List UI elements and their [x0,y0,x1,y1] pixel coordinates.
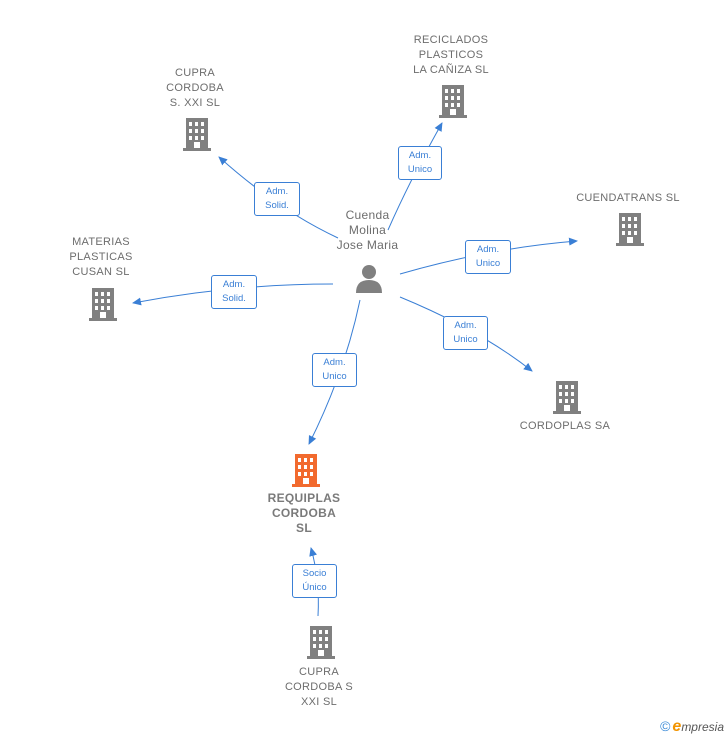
building-icon[interactable] [181,117,213,151]
person-icon[interactable] [354,262,384,294]
brand-initial: e [672,718,682,735]
person-name-line: Molina [348,223,387,237]
company-label-materias[interactable]: MATERIAS PLASTICAS CUSAN SL [55,235,147,280]
company-label-line: CUPRA [174,67,215,79]
building-icon[interactable] [614,212,646,246]
company-label-line: CORDOBA S [284,681,354,693]
relation-label-requiplas[interactable]: Adm. Unico [312,353,357,387]
relation-label-line: Unico [322,371,347,382]
relation-label-line: Adm. [454,320,477,331]
company-label-cuendatrans[interactable]: CUENDATRANS SL [568,191,688,206]
person-name[interactable]: Cuenda Molina Jose Maria [320,208,415,253]
company-label-requiplas[interactable]: REQUIPLAS CORDOBA SL [253,491,355,536]
company-label-cordoplas[interactable]: CORDOPLAS SA [510,419,620,434]
relation-label-line: Adm. [476,244,500,255]
relation-label-line: Solid. [265,200,289,211]
company-label-cupra-s-xxi[interactable]: CUPRA CORDOBA S XXI SL [269,665,369,710]
relation-label-cordoplas[interactable]: Adm. Unico [443,316,488,350]
relation-label-reciclados[interactable]: Adm. Unico [398,146,442,180]
person-name-line: Cuenda [345,208,390,222]
company-label-cupra-xxi[interactable]: CUPRA CORDOBA S. XXI SL [150,66,240,111]
company-label-line: CORDOBA [166,82,224,94]
copyright-symbol: © [660,718,671,734]
relation-label-line: Solid. [222,293,246,304]
relation-label-line: Adm. [265,186,289,197]
relation-label-cupra-xxi[interactable]: Adm. Solid. [254,182,300,216]
building-icon-focus[interactable] [290,453,322,487]
company-label-line: PLASTICOS [418,49,484,61]
relation-label-materias[interactable]: Adm. Solid. [211,275,257,309]
brand-footer[interactable]: ©empresia [660,716,724,736]
relation-label-line: Adm. [408,150,432,161]
relation-label-line: Único [302,582,327,593]
company-label-line: CORDOBA [271,506,337,520]
relation-label-line: Unico [407,164,433,175]
relation-label-socio[interactable]: Socio Único [292,564,337,598]
company-label-line: S. XXI SL [169,97,221,109]
company-label-line: CUPRA [298,666,339,678]
relation-label-line: Unico [475,258,501,269]
company-label-reciclados[interactable]: RECICLADOS PLASTICOS LA CAÑIZA SL [400,33,502,78]
company-label-line: CORDOPLAS SA [519,420,611,432]
company-label-line: CUSAN SL [72,266,130,278]
company-label-line: MATERIAS [72,236,130,248]
company-label-line: REQUIPLAS [267,491,341,505]
company-label-line: LA CAÑIZA SL [413,64,489,76]
building-icon[interactable] [305,625,337,659]
brand-name: mpresia [681,720,724,734]
company-label-line: CUENDATRANS SL [576,192,680,204]
relation-label-line: Unico [453,334,478,345]
building-icon[interactable] [87,287,119,321]
building-icon[interactable] [437,84,469,118]
building-icon[interactable] [551,380,583,414]
person-name-line: Jose Maria [336,238,399,252]
company-label-line: XXI SL [300,696,338,708]
company-label-line: RECICLADOS [413,34,489,46]
company-label-line: SL [296,521,312,535]
relation-label-line: Adm. [323,357,346,368]
company-label-line: PLASTICAS [69,251,133,263]
relation-label-cuendatrans[interactable]: Adm. Unico [465,240,511,274]
relation-label-line: Socio [302,568,327,579]
relation-label-line: Adm. [222,279,246,290]
